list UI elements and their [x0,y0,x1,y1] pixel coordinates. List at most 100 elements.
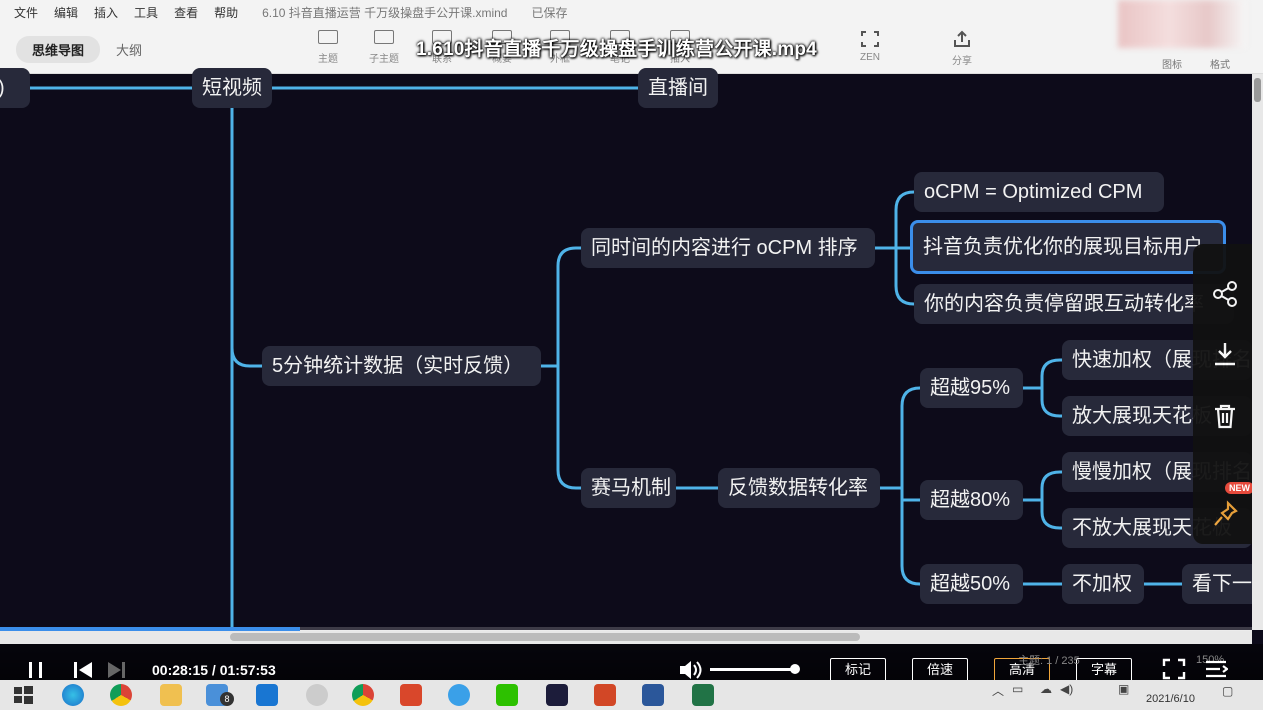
notes-tool[interactable]: 笔记 [598,30,642,65]
volume-knob[interactable] [790,664,800,674]
tray-app-icon[interactable]: ▣ [1118,682,1130,696]
insert-label: 插入 [670,54,690,65]
node-beat-80[interactable]: 超越80% [920,480,1023,520]
volume-icon[interactable] [678,658,704,682]
video-progress-fill [0,627,301,631]
topic-icon [318,30,338,44]
menu-file[interactable]: 文件 [14,5,39,20]
node-live-room[interactable]: 直播间 [638,68,718,108]
node-ocpm-definition[interactable]: oCPM = Optimized CPM [914,172,1164,212]
edge-browser-icon[interactable] [62,684,84,706]
tray-volume-icon[interactable]: ◀) [1060,682,1074,696]
notes-label: 笔记 [610,54,630,65]
chrome-icon-2[interactable] [352,684,374,706]
floating-action-panel [1193,244,1257,544]
fullscreen-expand-icon[interactable] [1162,658,1186,680]
node-short-video[interactable]: 短视频 [192,68,272,108]
format-panel-button[interactable]: 格式 [1210,60,1230,71]
zen-label: ZEN [860,52,880,63]
tab-mindmap[interactable]: 思维导图 [16,35,101,63]
mail-badge: 8 [220,692,234,706]
save-status: 已保存 [531,5,568,20]
wechat-icon[interactable] [496,684,518,706]
relationship-tool[interactable]: 联系 [420,30,464,65]
node-feedback-rate[interactable]: 反馈数据转化率 [718,468,880,508]
node-race-mechanism[interactable]: 赛马机制 [581,468,676,508]
fullscreen-icon [861,31,879,47]
pycharm-icon[interactable] [546,684,568,706]
powerpoint-icon[interactable] [594,684,616,706]
node-douyin-responsibility[interactable]: 抖音负责优化你的展现目标用户 [910,220,1226,274]
connector-lines [30,86,1182,630]
zen-tool[interactable]: ZEN [848,30,892,63]
tab-outline[interactable]: 大纲 [116,42,143,58]
node-beat-50[interactable]: 超越50% [920,564,1023,604]
boundary-label: 外框 [550,54,570,65]
previous-icon[interactable] [72,660,94,680]
node-no-weight[interactable]: 不加权 [1062,564,1144,604]
summary-label: 概要 [492,54,512,65]
topic-label: 主题 [318,54,338,65]
next-icon[interactable] [106,660,128,680]
speed-button[interactable]: 倍速 [912,658,968,682]
menu-edit[interactable]: 编辑 [54,5,79,20]
menu-view[interactable]: 查看 [174,5,199,20]
mindmap-canvas[interactable]: ) 短视频 直播间 5分钟统计数据（实时反馈） 同时间的内容进行 oCPM 排序… [0,68,1252,630]
excel-icon[interactable] [692,684,714,706]
node-partial-edge[interactable]: ) [0,68,30,108]
tray-network-icon[interactable]: ▭ [1012,682,1024,696]
topic-tool[interactable]: 主题 [306,30,350,65]
video-progress-bar[interactable] [0,627,1252,631]
subtitle-button[interactable]: 字幕 [1076,658,1132,682]
menu-help[interactable]: 帮助 [214,5,239,20]
download-icon[interactable] [1211,340,1239,368]
player-controls: 00:28:15 / 01:57:53 标记 倍速 高清 字幕 主题: 1 / … [0,644,1263,682]
horizontal-scroll-thumb[interactable] [230,633,860,641]
mail-icon[interactable]: 8 [206,684,234,706]
node-beat-95[interactable]: 超越95% [920,368,1023,408]
node-ocpm-sort[interactable]: 同时间的内容进行 oCPM 排序 [581,228,875,268]
notification-icon[interactable]: ▢ [1222,684,1234,698]
subtopic-tool[interactable]: 子主题 [362,30,406,65]
document-title: 6.10 抖音直播运营 千万级操盘手公开课.xmind [262,5,508,20]
volume-slider[interactable] [710,664,800,674]
node-content-responsibility[interactable]: 你的内容负责停留跟互动转化率 [914,284,1234,324]
pin-icon[interactable] [1211,500,1239,528]
summary-tool[interactable]: 概要 [480,30,524,65]
chat-app-icon[interactable] [448,684,470,706]
horizontal-scrollbar[interactable] [0,630,1252,644]
node-5min-stats[interactable]: 5分钟统计数据（实时反馈） [262,346,541,386]
insert-tool[interactable]: 插入 [658,30,702,65]
boundary-icon [550,30,570,44]
menu-bar: 文件 编辑 插入 工具 查看 帮助 6.10 抖音直播运营 千万级操盘手公开课.… [0,0,1263,24]
app-gray-icon[interactable] [306,684,328,706]
taskbar-date: 2021/6/10 [1146,693,1195,705]
file-explorer-icon[interactable] [160,684,182,706]
icon-panel-button[interactable]: 图标 [1162,60,1182,71]
view-switch: 思维导图 大纲 [16,35,148,63]
delete-icon[interactable] [1211,402,1239,430]
vertical-scroll-thumb[interactable] [1254,78,1261,102]
tray-chevron-icon[interactable]: ︿ [992,684,1005,698]
share-label: 分享 [952,56,972,67]
boundary-tool[interactable]: 外框 [538,30,582,65]
menu-insert[interactable]: 插入 [94,5,119,20]
pause-icon[interactable] [26,660,46,680]
vertical-scrollbar[interactable] [1252,74,1263,630]
app-blue-icon[interactable] [256,684,278,706]
playback-time: 00:28:15 / 01:57:53 [152,662,276,678]
word-icon[interactable] [642,684,664,706]
windows-start-icon[interactable] [12,684,34,706]
share-tool[interactable]: 分享 [940,30,984,67]
node-look-next[interactable]: 看下一 [1182,564,1252,604]
share-icon[interactable] [1211,280,1239,308]
mark-button[interactable]: 标记 [830,658,886,682]
chrome-icon[interactable] [110,684,132,706]
playlist-icon[interactable] [1204,658,1228,680]
blurred-region [1118,0,1246,48]
xmind-icon[interactable] [400,684,422,706]
tray-cloud-icon[interactable]: ☁ [1040,682,1052,696]
relationship-icon [432,30,452,44]
menu-tools[interactable]: 工具 [134,5,159,20]
new-badge: NEW [1225,482,1254,494]
